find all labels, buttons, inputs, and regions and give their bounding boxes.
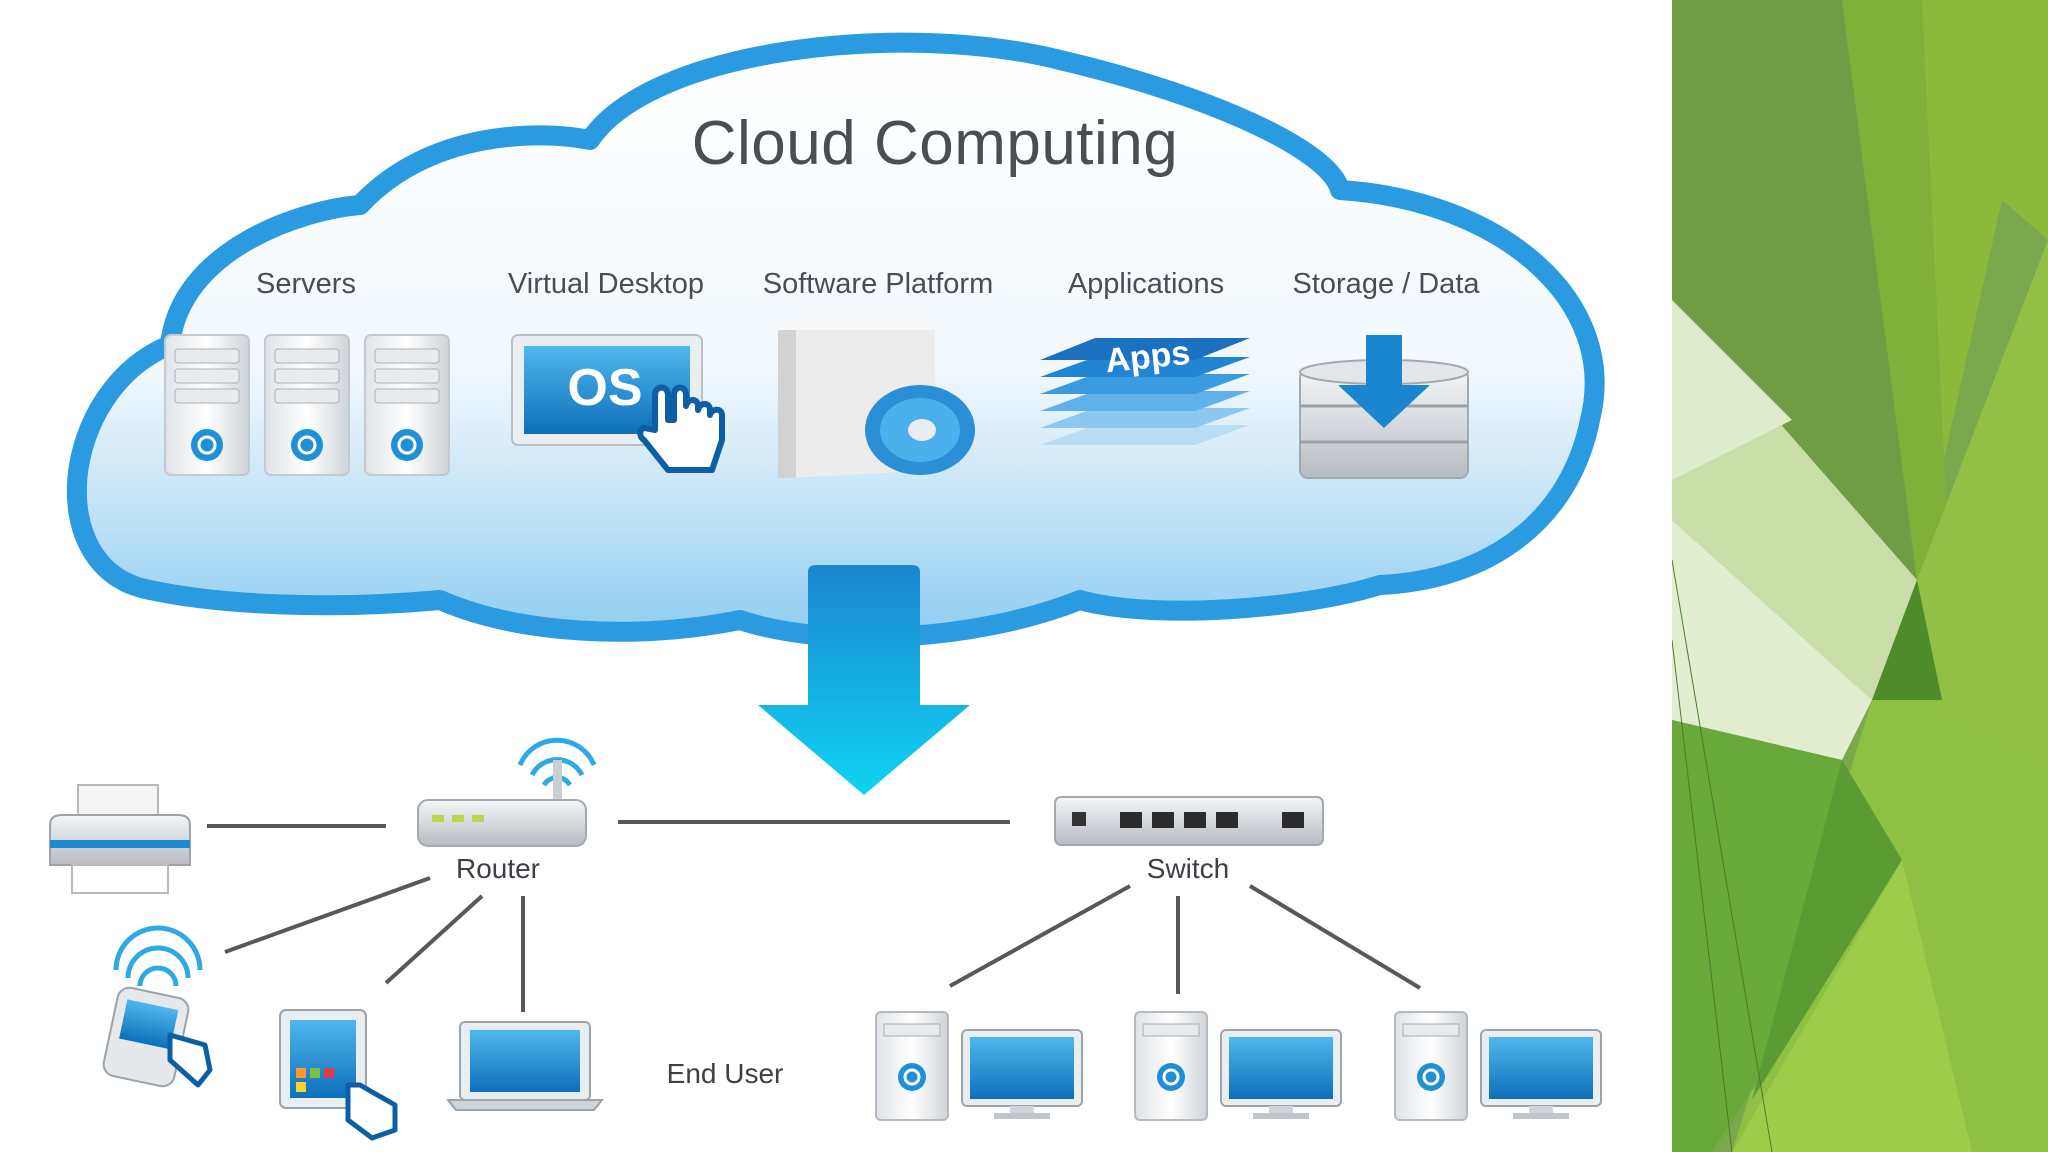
apps-badge: Apps [1103,334,1192,381]
category-label-servers: Servers [256,268,356,300]
laptop-icon [445,1021,605,1111]
category-label-applications: Applications [1067,268,1225,300]
desktop-computer-icon [1134,1011,1342,1121]
os-screen-icon: OS [511,334,725,473]
cloud-diagram-graphic: OS Apps [49,32,1605,1141]
tablet-icon [279,1009,398,1141]
diagram-canvas: OS Apps [49,32,1605,1141]
desktop-computer-icon [875,1011,1083,1121]
category-label-software-platform: Software Platform [762,268,994,300]
switch-icon [1054,796,1324,846]
router-label: Router [455,853,541,884]
desktop-computer-icon [1394,1011,1602,1121]
category-label-storage-data: Storage / Data [1292,268,1480,300]
router-icon [417,737,597,847]
printer-icon [49,784,191,894]
smartphone-icon [102,925,213,1088]
decorative-green-panel [1672,0,2048,1152]
switch-label: Switch [1146,853,1230,884]
category-label-virtual-desktop: Virtual Desktop [507,268,705,300]
green-facets-graphic [1672,0,2048,1152]
download-arrow-icon [758,565,970,795]
database-icon [1299,335,1469,479]
os-badge: OS [567,359,642,417]
end-user-label: End User [666,1058,784,1089]
apps-stack-icon: Apps [1040,334,1250,445]
page-title: Cloud Computing [691,109,1179,178]
software-box-icon [778,318,975,478]
server-rack-icon [164,334,450,476]
network-links [207,820,1422,1012]
